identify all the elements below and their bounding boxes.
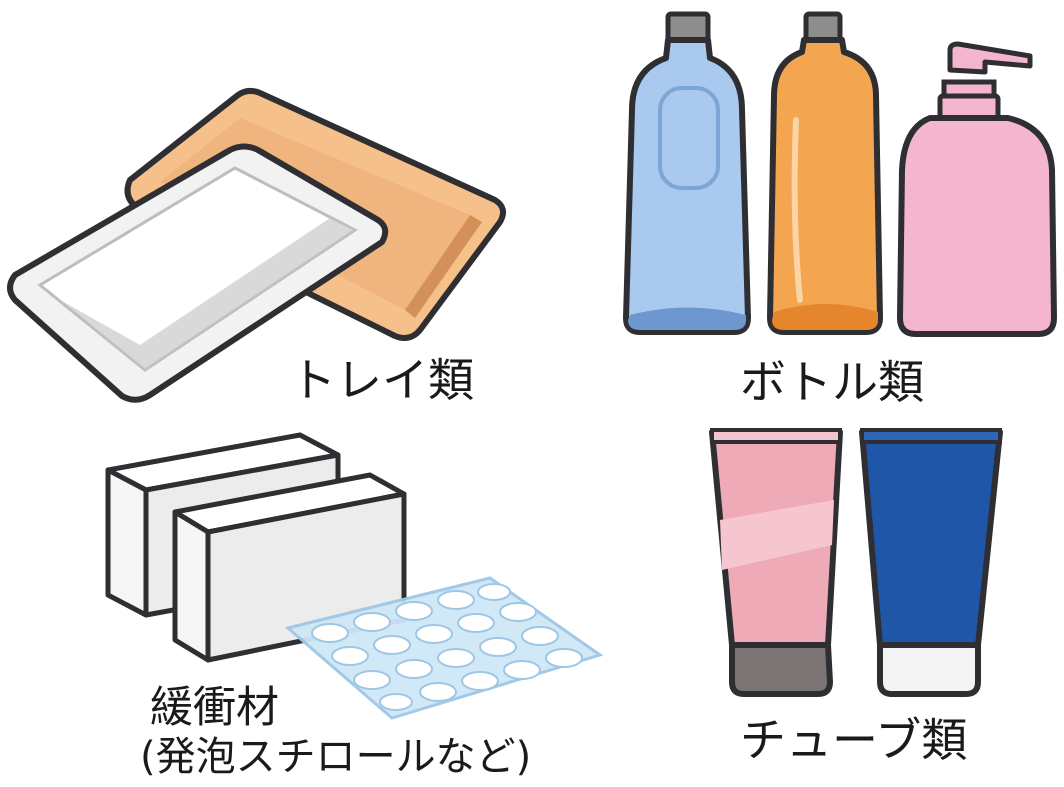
pink-pump-bottle [897,115,1057,337]
blue-tube [859,429,1003,648]
pump-nozzle [947,41,1033,75]
trays-illustration [7,87,507,403]
orange-bottle-cap [803,11,843,43]
cushioning-label: 緩衝材 [150,683,279,733]
cushioning-illustration [105,432,604,720]
bottles-label: ボトル類 [740,355,924,409]
tubes-label: チューブ類 [740,713,968,767]
blue-tube-cap [877,642,981,697]
pink-tube-cap [729,642,833,697]
orange-bottle [767,37,883,335]
bottles-illustration [623,11,1057,337]
tubes-illustration [709,428,1003,697]
blue-bottle-cap [665,11,711,43]
cushioning-note: (発泡スチロールなど) [140,734,532,780]
trays-label: トレイ類 [290,353,474,407]
